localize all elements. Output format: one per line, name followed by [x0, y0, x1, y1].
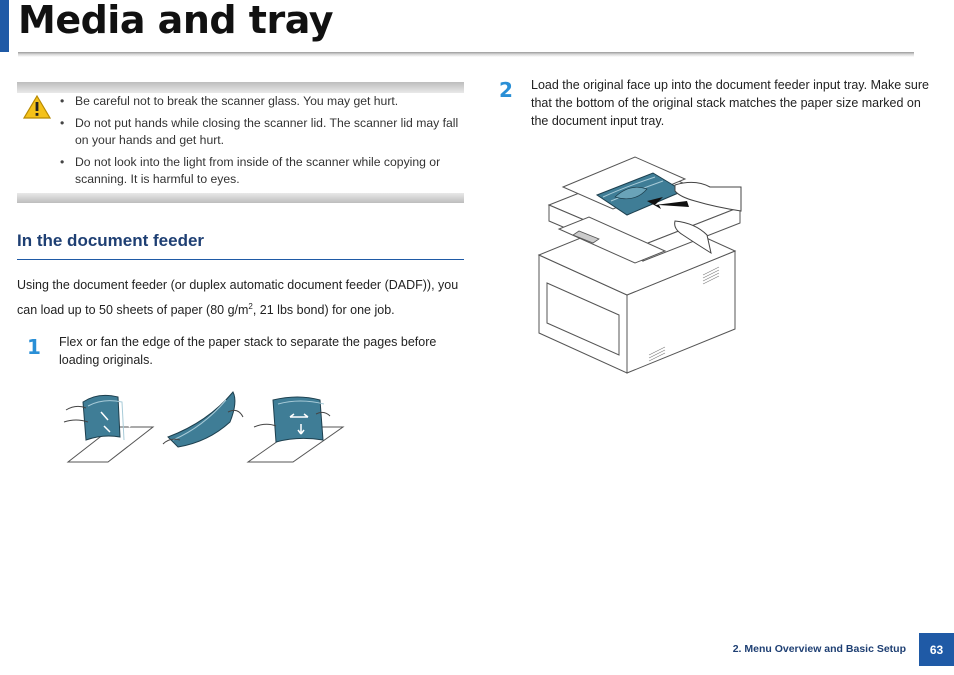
section-intro: Using the document feeder (or duplex aut…: [17, 274, 467, 321]
step-2-text: Load the original face up into the docum…: [531, 78, 929, 128]
step-1-text: Flex or fan the edge of the paper stack …: [59, 335, 437, 367]
warning-bottom-bar: [17, 193, 464, 203]
intro-text-end: , 21 lbs bond) for one job.: [252, 303, 395, 318]
step-1-number: 1: [27, 335, 41, 359]
warning-icon: [23, 94, 51, 119]
warning-item: Do not put hands while closing the scann…: [56, 115, 462, 149]
printer-illustration: [537, 156, 742, 374]
section-rule: [17, 259, 464, 260]
intro-text: Using the document feeder (or duplex aut…: [17, 278, 459, 318]
footer-chapter-label: 2. Menu Overview and Basic Setup: [732, 643, 906, 655]
warning-item: Do not look into the light from inside o…: [56, 154, 462, 188]
header-accent-bar: [0, 0, 9, 52]
warning-item: Be careful not to break the scanner glas…: [56, 93, 462, 110]
intro-superscript: 2: [248, 302, 253, 311]
page-title: Media and tray: [18, 0, 333, 42]
fan-paper-illustration: [63, 391, 345, 463]
warning-list: Be careful not to break the scanner glas…: [56, 93, 462, 193]
step-2-number: 2: [499, 78, 513, 102]
page-number-badge: 63: [919, 633, 954, 666]
warning-top-bar: [17, 82, 464, 93]
title-rule: [18, 52, 914, 57]
section-heading: In the document feeder: [17, 231, 205, 250]
